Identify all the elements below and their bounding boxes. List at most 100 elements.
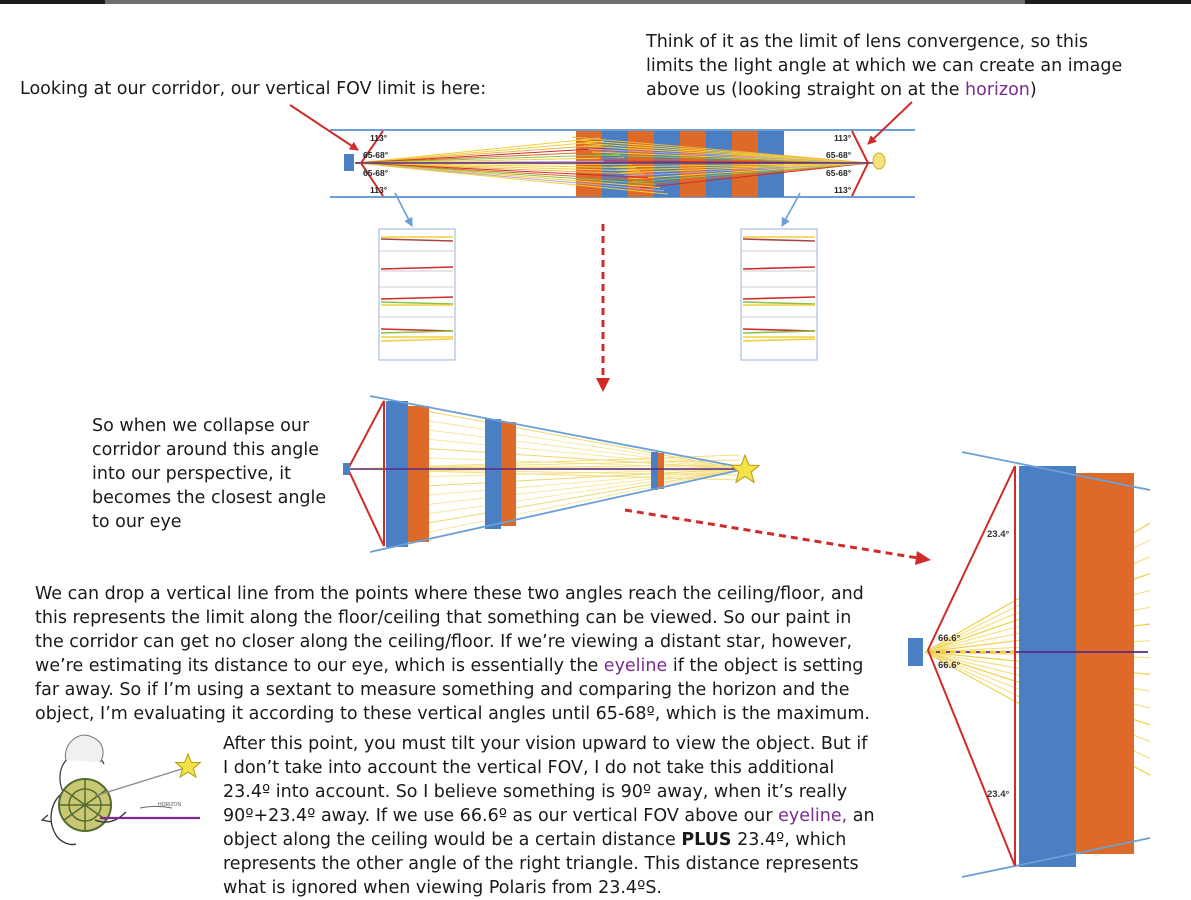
star-icon xyxy=(729,453,761,484)
top-bar-highlight xyxy=(105,0,1025,4)
eyeline-highlight-2: eyeline, xyxy=(778,806,848,826)
paragraph2-end: 23.4º, which represents the other angle … xyxy=(223,830,859,898)
collapse-top-edge xyxy=(369,395,741,468)
top-left-caption: Looking at our corridor, our vertical FO… xyxy=(20,79,487,99)
collapse-caption: So when we collapse our corridor around … xyxy=(92,416,327,532)
down-arrow-head xyxy=(596,378,610,392)
left-closeup-line-9 xyxy=(380,330,454,334)
right-closeup-line-5 xyxy=(742,296,816,300)
zoom-label-bottom: 23.4° xyxy=(987,789,1009,800)
right-closeup-panel xyxy=(740,228,818,361)
left-closeup-line-5 xyxy=(380,296,454,300)
right-closeup-line-11 xyxy=(742,338,816,342)
corridor-ray-12 xyxy=(619,162,871,174)
zoom-panel-blue xyxy=(1019,466,1076,867)
collapse-panel-blue-1 xyxy=(386,401,408,547)
collapse-ray-12 xyxy=(387,468,741,520)
collapse-panel-orange-1 xyxy=(408,406,429,542)
sextant-hand xyxy=(94,811,127,823)
right-zoom-arrow xyxy=(781,192,801,227)
collapse-ray-2 xyxy=(387,414,741,470)
corridor-left-label-4: 113° xyxy=(370,185,388,195)
collapse-panel-orange-2 xyxy=(501,422,516,526)
corridor-ray-11 xyxy=(354,154,621,164)
corridor-ray-9 xyxy=(354,150,617,164)
corridor-ray-10 xyxy=(623,162,871,177)
collapse-ray-4 xyxy=(387,435,741,470)
zoom-ceiling-line xyxy=(961,451,1151,491)
diagonal-dashed-arrow xyxy=(624,508,919,560)
corridor-left-label-3: 65-68° xyxy=(363,168,389,178)
collapse-panel-blue-3 xyxy=(651,452,658,490)
paragraph1-end: if the object is setting far away. So if… xyxy=(35,656,870,724)
right-closeup-lines xyxy=(741,236,817,342)
corridor-ray-35 xyxy=(354,162,669,195)
zoom-label-lower-mid: 66.6° xyxy=(938,660,960,671)
corridor-right-label-3: 65-68° xyxy=(826,168,852,178)
horizon-highlight: horizon xyxy=(965,80,1030,100)
corridor-diagram: 113° 65-68° 65-68° 113° 113° 65-68° 65-6… xyxy=(330,129,915,198)
corridor-ray-27 xyxy=(354,162,653,182)
corridor-ray-7 xyxy=(354,147,613,164)
sextant-illustration: HORIZON xyxy=(40,734,202,846)
collapsed-perspective-diagram xyxy=(343,395,761,553)
left-closeup-panel xyxy=(378,228,456,361)
left-eye-icon xyxy=(344,154,354,171)
corridor-ray-25 xyxy=(354,162,649,179)
corridor-ray-21 xyxy=(354,162,641,172)
zoomed-fov-diagram: 23.4° 66.6° 66.6° 23.4° xyxy=(908,451,1151,878)
collapse-ray-6 xyxy=(387,456,741,470)
left-closeup-line-6 xyxy=(380,301,454,305)
corridor-ray-5 xyxy=(354,144,609,164)
right-closeup-line-9 xyxy=(742,330,816,334)
diagonal-arrow-head xyxy=(915,551,931,565)
paragraph2-start: After this point, you must tilt your vis… xyxy=(223,734,868,826)
right-closeup-line-6 xyxy=(742,301,816,305)
corridor-left-label-2: 65-68° xyxy=(363,150,389,160)
left-closeup-line-2 xyxy=(380,238,454,242)
corridor-ray-8 xyxy=(627,162,871,180)
left-pointer-arrow xyxy=(289,104,359,151)
collapse-ray-13 xyxy=(387,468,741,531)
zoom-label-top: 23.4° xyxy=(987,529,1009,540)
eyeline-highlight: eyeline xyxy=(603,656,668,676)
collapse-ray-9 xyxy=(387,468,741,489)
collapse-ray-1 xyxy=(387,403,741,470)
sextant-horizon-caption: HORIZON xyxy=(158,802,181,808)
corridor-ray-4 xyxy=(635,162,871,186)
corridor-right-label-1: 113° xyxy=(834,133,852,143)
paragraph2-middle: an object along the ceiling would be a c… xyxy=(223,806,875,850)
corridor-ray-36 xyxy=(571,136,871,164)
sextant-face-outline xyxy=(50,794,77,846)
collapse-ray-8 xyxy=(387,468,741,478)
collapse-ray-14 xyxy=(387,468,741,541)
sextant-horizon-sketch xyxy=(139,806,173,809)
collapse-fov-triangle xyxy=(346,400,385,547)
corridor-ray-13 xyxy=(354,157,625,164)
sextant-star-icon xyxy=(174,752,202,779)
collapse-ray-11 xyxy=(387,468,741,510)
corridor-right-label-4: 113° xyxy=(834,185,852,195)
corridor-ray-23 xyxy=(354,162,645,175)
right-closeup-line-2 xyxy=(742,238,816,242)
collapse-eye-icon xyxy=(343,463,350,475)
left-zoom-arrow xyxy=(394,192,413,227)
left-closeup-lines xyxy=(379,236,455,342)
explanation-paragraph-2: After this point, you must tilt your vis… xyxy=(223,732,875,900)
collapse-bottom-edge xyxy=(369,469,741,553)
corridor-ray-6 xyxy=(631,162,871,183)
zoom-label-upper-mid: 66.6° xyxy=(938,633,960,644)
corridor-right-label-2: 65-68° xyxy=(826,150,852,160)
corridor-ray-14 xyxy=(615,162,871,171)
zoom-floor-line xyxy=(961,837,1151,878)
left-fov-limit xyxy=(359,130,384,197)
corridor-ray-3 xyxy=(354,140,605,164)
sextant-mirror xyxy=(64,734,104,763)
right-pointer-arrow xyxy=(867,101,913,145)
explanation-paragraph-1: We can drop a vertical line from the poi… xyxy=(35,582,870,726)
top-right-text-end: ) xyxy=(1029,80,1037,100)
right-bulb-icon xyxy=(872,152,886,170)
zoom-eye-icon xyxy=(908,638,923,666)
right-closeup-line-3 xyxy=(742,266,816,270)
corridor-ray-1 xyxy=(354,137,601,164)
